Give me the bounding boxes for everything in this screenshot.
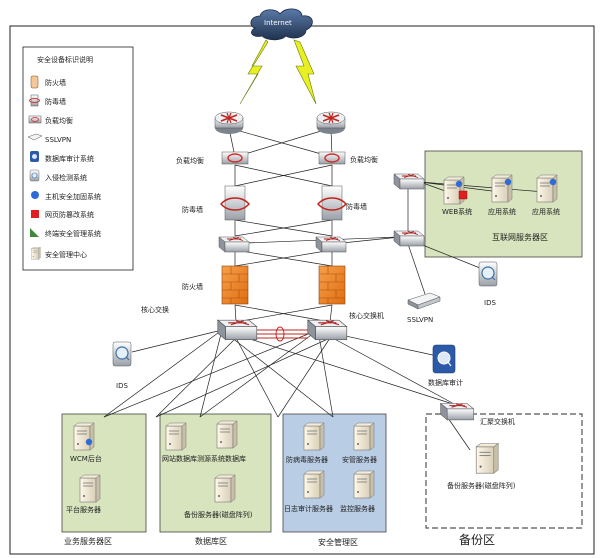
agg-switch-label: 汇聚交换机 — [480, 417, 515, 426]
server-antivirus-icon — [303, 422, 325, 451]
core-switch-right-icon — [307, 319, 348, 341]
switch-mid-right-icon — [315, 236, 347, 253]
antivirus-wall-left-icon — [220, 185, 250, 221]
lb-right-label: 负载均衡 — [350, 155, 378, 164]
connection-lines — [103, 127, 546, 451]
legend-item-label: 数据库审计系统 — [45, 154, 94, 163]
server-web-db-icon — [165, 422, 187, 451]
db-audit-icon — [432, 344, 456, 374]
load-balancer-icon — [28, 115, 42, 124]
sslvpn-icon — [27, 133, 43, 141]
switch-mid-left-icon — [218, 236, 250, 253]
server-web-db-label: 网站数据库 — [162, 454, 197, 463]
internet-cloud: Internet — [250, 8, 313, 41]
legend-item-label: 终端安全管理系统 — [45, 229, 101, 238]
server-platform-icon — [79, 474, 101, 503]
router-left-icon — [214, 111, 244, 135]
zone-backup-title: 备份区 — [459, 533, 495, 547]
zone-backup: 备份区 — [425, 413, 583, 547]
terminal-mgmt-icon — [30, 228, 39, 237]
switch-internet-top-icon — [393, 173, 425, 190]
server-db-backup-label: 备份服务器(磁盘阵列) — [184, 510, 253, 519]
zone-security-title: 安全管理区 — [318, 537, 358, 547]
firewall-left-icon — [221, 265, 249, 305]
core-right-label: 核心交换机 — [349, 311, 384, 320]
server-backup-icon — [475, 442, 499, 474]
fw-left-label: 防火墙 — [182, 282, 203, 291]
router-right-icon — [316, 111, 346, 135]
internet-cloud-label: Internet — [264, 19, 292, 27]
server-wcm-label: WCM后台 — [70, 454, 102, 463]
security-center-icon — [31, 247, 41, 260]
server-db-backup-icon — [214, 474, 236, 503]
load-balancer-left-icon — [221, 151, 249, 165]
legend-item-label: 防毒墙 — [45, 97, 66, 106]
legend-item-label: SSLVPN — [45, 136, 71, 144]
server-app1-label: 应用系统 — [488, 207, 516, 216]
db-audit-label: 数据库审计 — [428, 378, 463, 387]
core-switch-left-icon — [217, 319, 258, 341]
server-secmgmt-label: 安管服务器 — [342, 455, 377, 464]
firewall-right-icon — [318, 265, 346, 305]
legend-item-label: 负载均衡 — [45, 116, 73, 125]
server-log-audit-icon — [303, 470, 325, 499]
server-web-icon — [443, 176, 465, 205]
av-right-label: 防毒墙 — [346, 202, 367, 211]
legend: 安全设备标识说明 防火墙 防毒墙 负载均衡 SSLVPN 数据库审计系统 入侵检… — [22, 46, 134, 271]
web-tamper-icon — [458, 190, 468, 200]
ids-right-icon — [478, 261, 498, 287]
server-web-label: WEB系统 — [442, 207, 472, 216]
ids-right-label: IDS — [484, 299, 496, 307]
link-aggregation-icon — [275, 326, 285, 342]
core-left-label: 核心交换 — [141, 305, 169, 314]
server-secmgmt-icon — [353, 422, 375, 451]
server-source-db-icon — [216, 420, 238, 449]
switch-internet-bottom-icon — [393, 230, 425, 247]
host-hardening-icon — [549, 178, 557, 186]
ids-left-icon — [112, 341, 132, 367]
server-log-audit-label: 日志审计服务器 — [284, 504, 333, 513]
legend-item-label: 防火墙 — [45, 78, 66, 87]
load-balancer-right-icon — [318, 151, 346, 165]
server-antivirus-label: 防病毒服务器 — [286, 455, 328, 464]
server-wcm-icon — [73, 422, 95, 451]
legend-item-label: 入侵检测系统 — [45, 173, 87, 182]
host-hardening-icon — [31, 191, 39, 199]
host-hardening-icon — [455, 180, 463, 188]
zone-internet-servers-title: 互联网服务器区 — [492, 232, 548, 242]
aggregation-switch-icon — [440, 402, 475, 421]
server-monitor-icon — [353, 470, 375, 499]
server-source-db-label: 测源系统数据库 — [197, 454, 246, 463]
zone-business-title: 业务服务器区 — [64, 536, 112, 546]
sslvpn-icon — [407, 292, 441, 310]
server-monitor-label: 监控服务器 — [340, 504, 375, 513]
sslvpn-label: SSLVPN — [407, 316, 433, 324]
legend-item-label: 主机安全加固系统 — [45, 192, 101, 201]
ids-left-label: IDS — [116, 382, 128, 390]
server-app2-label: 应用系统 — [532, 207, 560, 216]
zone-database-title: 数据库区 — [195, 536, 227, 546]
antivirus-wall-right-icon — [317, 185, 347, 221]
firewall-icon — [30, 75, 39, 89]
legend-title: 安全设备标识说明 — [37, 55, 93, 64]
legend-item-label: 安全管理中心 — [45, 250, 87, 259]
legend-item-label: 网页防篡改系统 — [45, 210, 94, 219]
host-hardening-icon — [85, 438, 93, 446]
web-tamper-icon — [31, 210, 39, 218]
server-backup-label: 备份服务器(磁盘阵列) — [447, 481, 516, 490]
lightning-icon — [239, 39, 317, 105]
av-left-label: 防毒墙 — [182, 205, 203, 214]
zone-database: 数据库区 — [159, 413, 272, 546]
antivirus-wall-icon — [30, 94, 39, 107]
lb-left-label: 负载均衡 — [176, 156, 204, 165]
server-platform-label: 平台服务器 — [66, 505, 101, 514]
host-hardening-icon — [504, 178, 512, 186]
